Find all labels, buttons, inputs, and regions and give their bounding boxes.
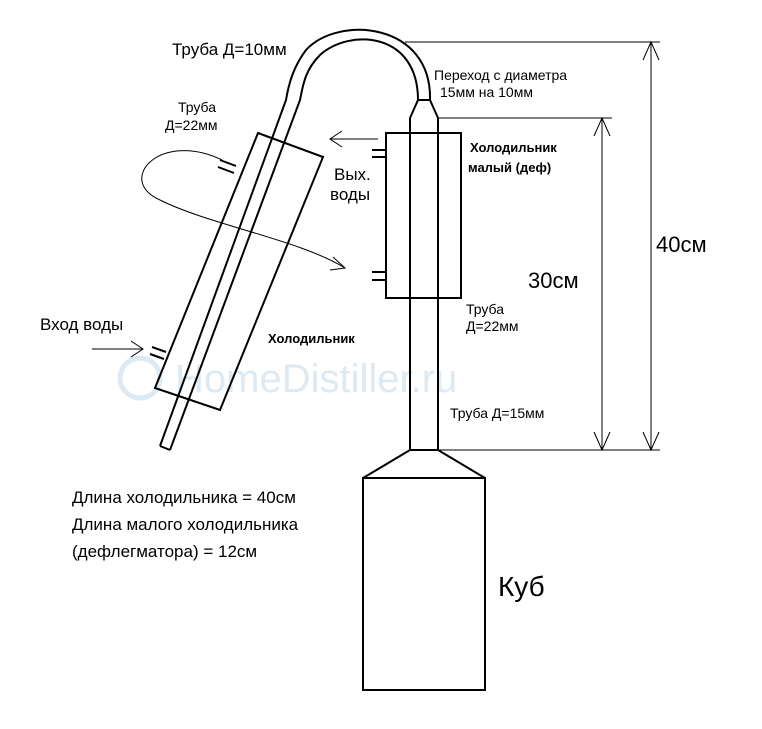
- small-cooler-jacket: [385, 132, 462, 299]
- label-kub: Куб: [498, 571, 545, 602]
- label-main-cooler: Холодильник: [268, 331, 355, 346]
- dim-40-arrowhead-bottom: [642, 431, 660, 452]
- label-tube-22mm-left-line2: Д=22мм: [165, 117, 217, 133]
- water-out-arrowhead: [329, 130, 343, 148]
- label-water-out-line2: воды: [330, 185, 370, 204]
- main-cooler-top-nozzle-1: [219, 159, 237, 167]
- water-hose-loop-arrowhead: [329, 256, 347, 271]
- main-cooler-jacket: [153, 131, 325, 412]
- label-dim-40cm: 40см: [656, 232, 707, 257]
- watermark: HomeDistiller.ru: [117, 355, 457, 401]
- note-line2: Длина малого холодильника: [72, 515, 299, 534]
- watermark-logo-icon: [117, 355, 163, 401]
- label-tube-22mm-right-line1: Труба: [466, 301, 504, 317]
- main-cooler-bottom-nozzle-1: [151, 346, 167, 353]
- dim-30-arrowhead-top: [593, 116, 611, 137]
- bent-tube-end: [159, 445, 171, 451]
- label-tube-22mm-right-line2: Д=22мм: [466, 318, 518, 334]
- label-water-in: Вход воды: [40, 315, 123, 334]
- watermark-text: HomeDistiller.ru: [175, 357, 457, 401]
- water-in-arrowhead: [130, 340, 144, 358]
- dim-40-arrowhead-top: [642, 40, 660, 61]
- bent-tube-outer: [169, 38, 419, 451]
- dim-30-arrowhead-bottom: [593, 431, 611, 452]
- note-line1: Длина холодильника = 40см: [72, 488, 296, 507]
- kub-body: [362, 477, 486, 691]
- label-transition-line2: 15мм на 10мм: [440, 84, 533, 100]
- label-tube-22mm-left-line1: Труба: [178, 99, 216, 115]
- note-line3: (дефлегматора) = 12см: [72, 542, 257, 561]
- label-dim-30cm: 30см: [528, 268, 579, 293]
- label-tube-10mm: Труба Д=10мм: [172, 40, 287, 59]
- main-cooler-bottom-nozzle-2: [149, 353, 165, 360]
- label-water-out-line1: Вых.: [334, 165, 371, 184]
- label-small-cooler-line2: малый (деф): [468, 160, 551, 175]
- label-transition-line1: Переход с диаметра: [434, 67, 567, 83]
- kub-top-cone: [362, 449, 486, 479]
- bent-tube-inner: [159, 29, 432, 447]
- label-small-cooler-line1: Холодильник: [470, 140, 557, 155]
- main-cooler-top-nozzle-2: [217, 166, 235, 174]
- label-tube-15mm: Труба Д=15мм: [450, 405, 544, 421]
- water-hose-loop: [141, 150, 346, 269]
- column-tube-transition: [409, 99, 439, 119]
